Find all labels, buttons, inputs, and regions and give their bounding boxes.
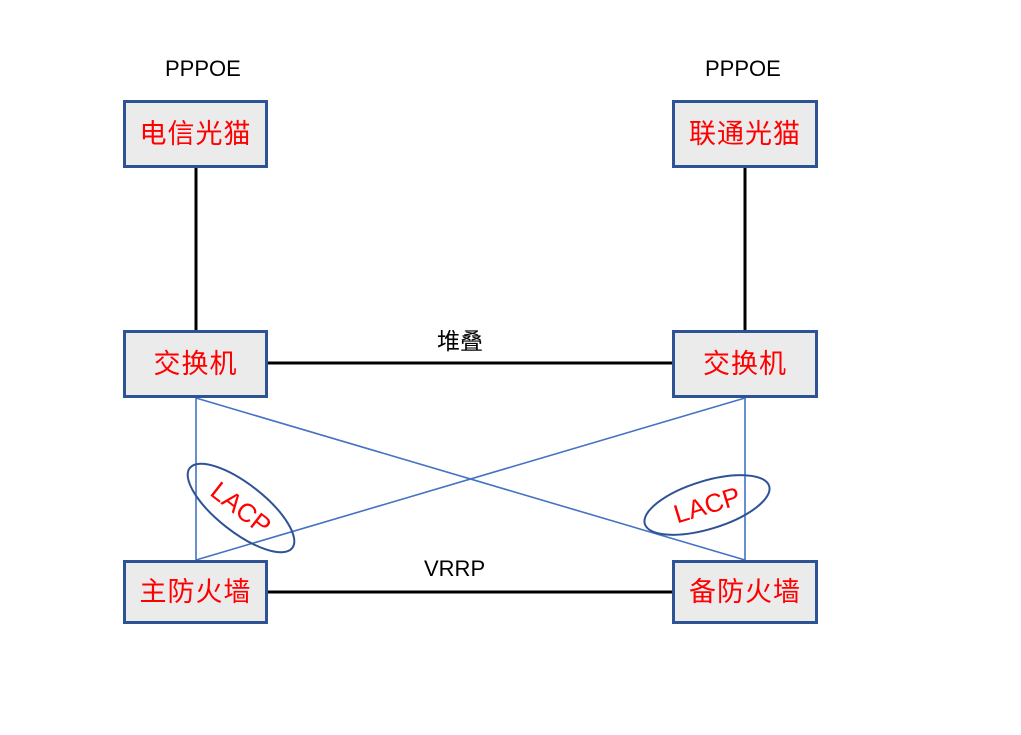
lacp-badge-left: LACP [186,462,296,554]
node-unicom-modem[interactable]: 联通光猫 [672,100,818,168]
node-label-firewall-primary: 主防火墙 [139,576,252,608]
link-label-pppoe-right: PPPOE [705,56,781,81]
node-firewall-primary[interactable]: 主防火墙 [123,560,268,624]
lacp-badge-right: LACP [643,474,771,536]
node-telecom-modem[interactable]: 电信光猫 [123,100,268,168]
link-switch-right-to-firewall-primary [195,397,746,561]
node-label-firewall-backup: 备防火墙 [689,576,801,608]
node-label-switch-left: 交换机 [153,348,238,380]
node-switch-left[interactable]: 交换机 [123,330,268,398]
lacp-label-left: LACP [205,475,277,540]
node-label-switch-right: 交换机 [703,348,787,380]
node-firewall-backup[interactable]: 备防火墙 [672,560,818,624]
node-label-telecom-modem: 电信光猫 [139,118,252,150]
lacp-ellipse-right [643,474,771,536]
link-label-pppoe-left: PPPOE [165,56,241,81]
node-switch-right[interactable]: 交换机 [672,330,818,398]
lacp-ellipse-left [186,462,296,554]
link-label-stack: 堆叠 [437,329,483,355]
node-label-unicom-modem: 联通光猫 [689,118,801,150]
link-label-vrrp: VRRP [424,556,486,581]
